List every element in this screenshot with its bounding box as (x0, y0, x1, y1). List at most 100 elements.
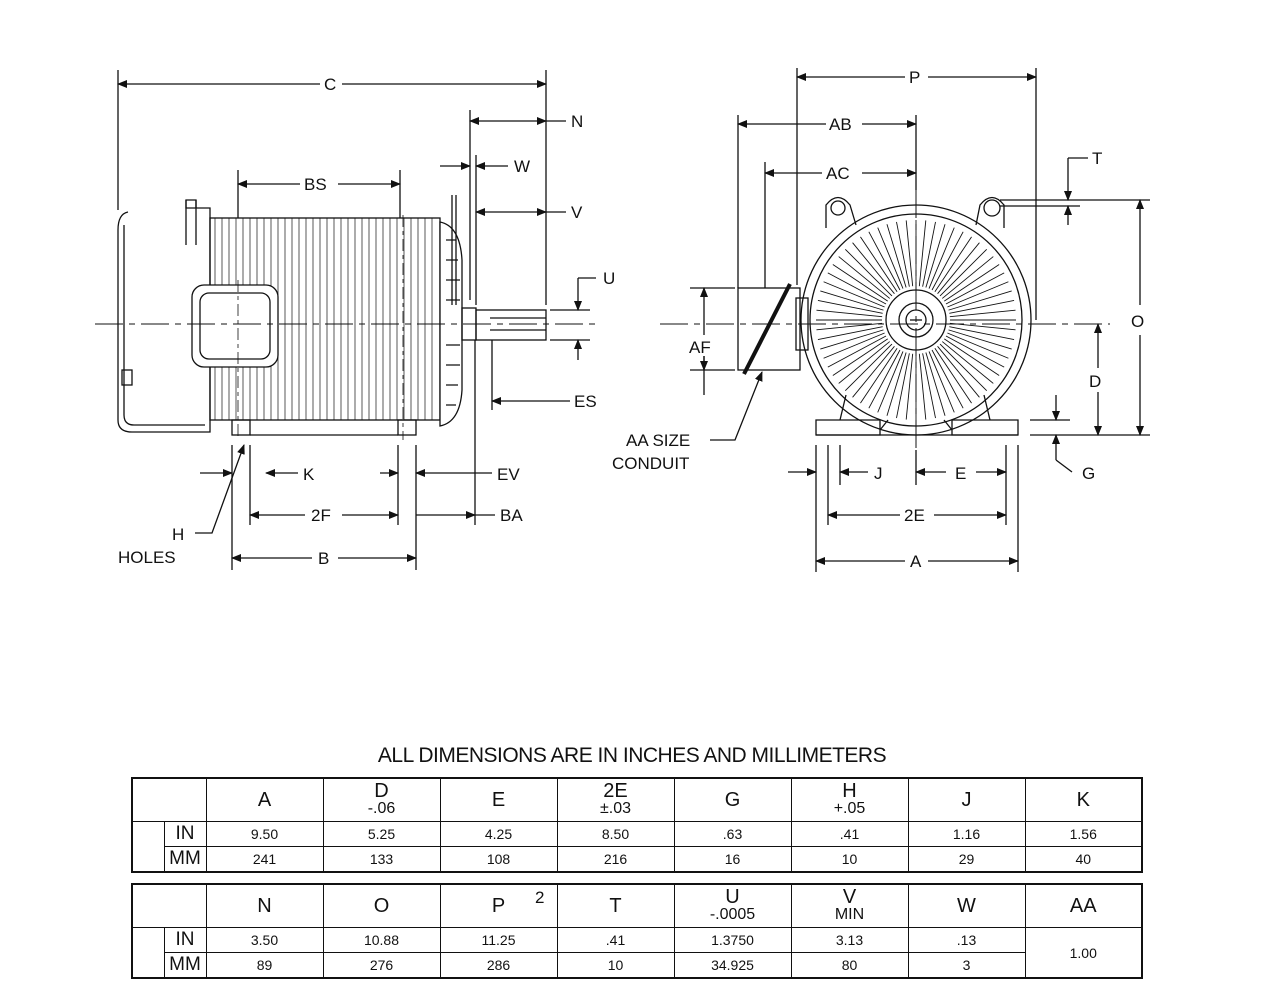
dim-label-n: N (571, 112, 583, 131)
col-2e: 2E±.03 (556, 777, 675, 822)
cooling-fin (886, 352, 907, 416)
cooling-fin (838, 341, 891, 384)
dim-label-af: AF (689, 338, 711, 357)
cooling-fin (928, 227, 955, 289)
cooling-fin (945, 335, 1005, 368)
col-o: O (322, 883, 441, 928)
table-header-row: A D-.06 E 2E±.03 G H+.05 J K (131, 777, 1143, 822)
cooling-fin (949, 326, 1015, 340)
col-g: G (673, 777, 792, 822)
dim-label-v: V (571, 203, 583, 222)
cooling-fin (823, 332, 885, 359)
col-e: E (439, 777, 558, 822)
cooling-fin (820, 329, 884, 350)
cooling-fin (886, 224, 907, 288)
dim-label-j: J (874, 464, 883, 483)
cooling-fin (931, 349, 964, 409)
dim-label-2f: 2F (311, 506, 331, 525)
drawing-canvas: C N W V BS U ES EV K 2F BA H HOLES B (95, 68, 1150, 572)
dim-label-a: A (910, 552, 922, 571)
dim-label-o: O (1131, 312, 1144, 331)
col-t: T (556, 883, 675, 928)
cooling-fin (925, 352, 946, 416)
dim-label-w: W (514, 157, 530, 176)
col-n: N (205, 883, 324, 928)
cooling-fin (918, 220, 927, 287)
cooling-fin (931, 231, 964, 291)
front-view-labels: P AB AC T O AF D AA SIZE CONDUIT G J E 2… (612, 68, 1144, 571)
col-aa: AA (1024, 883, 1143, 928)
cooling-fin (939, 248, 988, 297)
dim-label-conduit: CONDUIT (612, 454, 689, 473)
cooling-fin (817, 326, 883, 340)
dim-label-holes: HOLES (118, 548, 176, 567)
dim-label-h: H (172, 525, 184, 544)
col-d: D-.06 (322, 777, 441, 822)
cooling-fin (820, 290, 884, 311)
side-view-labels: C N W V BS U ES EV K 2F BA H HOLES B (118, 75, 615, 568)
dim-label-u: U (603, 269, 615, 288)
dim-label-g: G (1082, 464, 1095, 483)
dim-label-t: T (1092, 149, 1102, 168)
cooling-fin (947, 281, 1009, 308)
cooling-fin (944, 338, 1000, 376)
cooling-fin (922, 221, 936, 287)
cooling-fin (918, 353, 927, 420)
cooling-fin (827, 335, 887, 368)
cooling-fin (860, 348, 898, 404)
dim-label-es: ES (574, 392, 597, 411)
col-a: A (205, 777, 324, 822)
dim-label-ba: BA (500, 506, 523, 525)
cooling-fin (922, 353, 936, 419)
dim-label-bs: BS (304, 175, 327, 194)
cooling-fin (948, 290, 1012, 311)
col-k: K (1024, 777, 1143, 822)
dim-label-aa-size: AA SIZE (626, 431, 690, 450)
dim-label-b: B (318, 549, 329, 568)
cooling-fin (934, 348, 972, 404)
dimensions-title: ALL DIMENSIONS ARE IN INCHES AND MILLIME… (377, 744, 887, 767)
dim-label-e: E (955, 464, 966, 483)
cooling-fin (816, 309, 883, 318)
col-h: H+.05 (790, 777, 909, 822)
cooling-fin (928, 351, 955, 413)
cooling-fin (905, 353, 914, 420)
cooling-fin (823, 281, 885, 308)
cooling-fin (868, 349, 901, 409)
cooling-fin (949, 309, 1016, 318)
cooling-fin (934, 236, 972, 292)
footnote-marker: 2 (535, 888, 545, 907)
dim-label-ab: AB (829, 115, 852, 134)
cooling-fin (817, 300, 883, 314)
cooling-fin (852, 345, 895, 398)
cooling-fin (832, 338, 888, 376)
cooling-fin (941, 341, 994, 384)
dim-label-ac: AC (826, 164, 850, 183)
cooling-fin (948, 329, 1012, 350)
dim-label-2e: 2E (904, 506, 925, 525)
col-u: U-.0005 (673, 883, 792, 928)
cooling-fin (944, 264, 1000, 302)
cooling-fin (877, 351, 904, 413)
cooling-fin (941, 256, 994, 299)
cooling-fin (905, 220, 914, 287)
dim-label-ev: EV (497, 465, 520, 484)
cooling-fin (939, 343, 988, 392)
cooling-fin (844, 343, 893, 392)
cooling-fin (838, 256, 891, 299)
cooling-fin (877, 227, 904, 289)
cooling-fin (949, 300, 1015, 314)
col-w: W (907, 883, 1026, 928)
cooling-fin (860, 236, 898, 292)
cooling-fin (925, 224, 946, 288)
cooling-fin (832, 264, 888, 302)
cooling-fin (827, 272, 887, 305)
